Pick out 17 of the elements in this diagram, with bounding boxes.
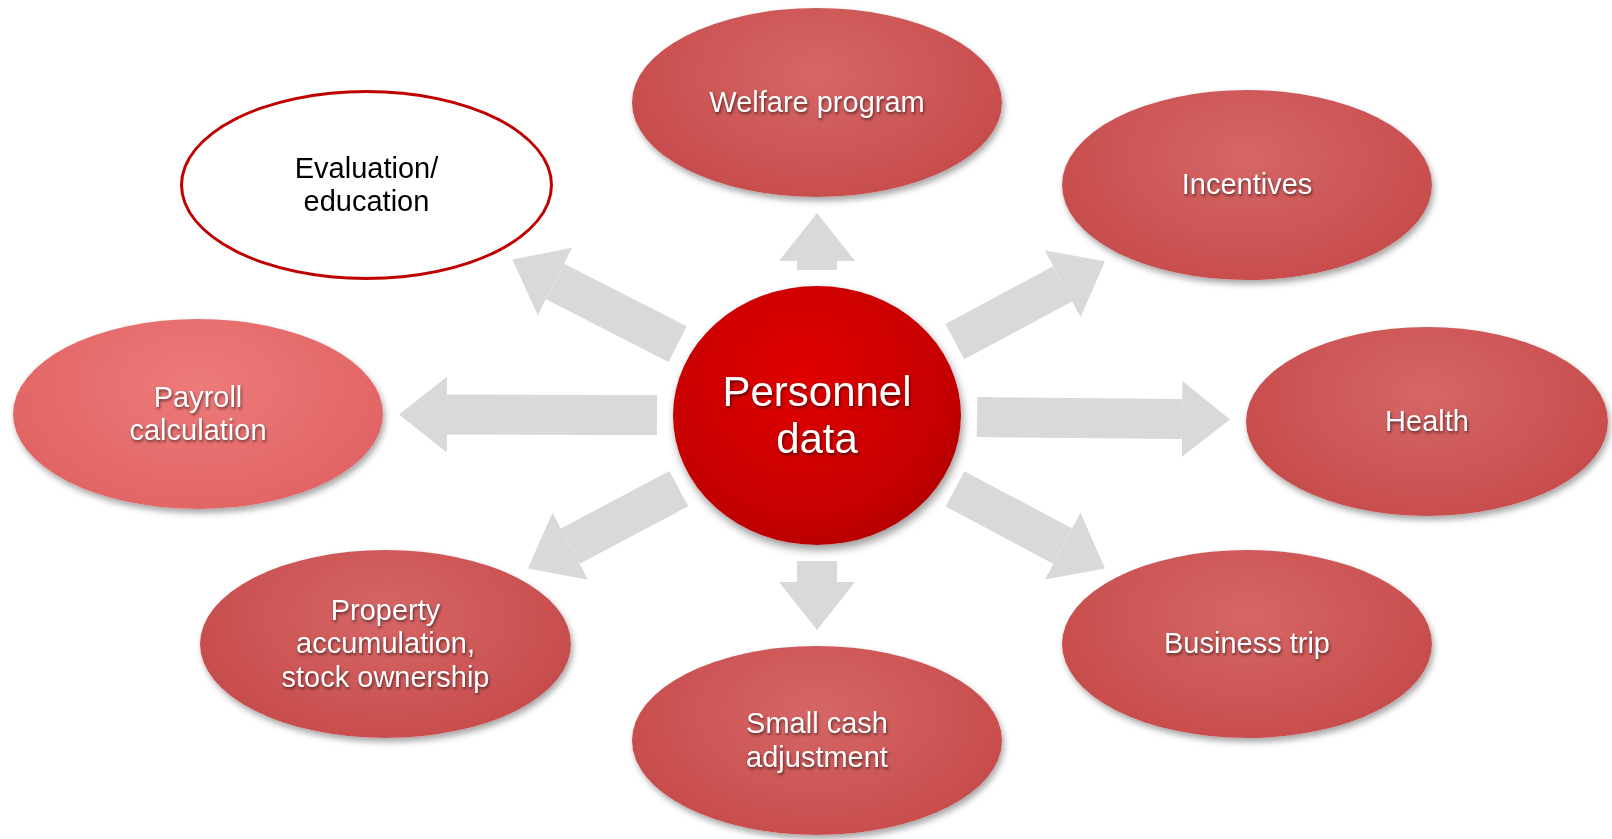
block-arrow bbox=[945, 250, 1105, 360]
node-label: Welfare program bbox=[709, 85, 925, 120]
block-arrow bbox=[779, 561, 855, 630]
node-label: Business trip bbox=[1164, 627, 1330, 661]
block-arrow bbox=[779, 213, 855, 270]
node-label: Personnel data bbox=[721, 369, 913, 462]
block-arrow bbox=[527, 471, 689, 580]
node-label: Incentives bbox=[1181, 168, 1313, 202]
block-arrow bbox=[976, 381, 1231, 458]
node-label: Evaluation/ education bbox=[293, 151, 440, 219]
block-arrow bbox=[399, 376, 657, 453]
node-label: Small cash adjustment bbox=[745, 707, 889, 774]
node-label: Health bbox=[1385, 404, 1469, 439]
node-label: Property accumulation, stock ownership bbox=[280, 594, 491, 694]
block-arrow bbox=[945, 471, 1105, 580]
node-label: Payroll calculation bbox=[128, 380, 268, 448]
block-arrow bbox=[512, 247, 687, 362]
